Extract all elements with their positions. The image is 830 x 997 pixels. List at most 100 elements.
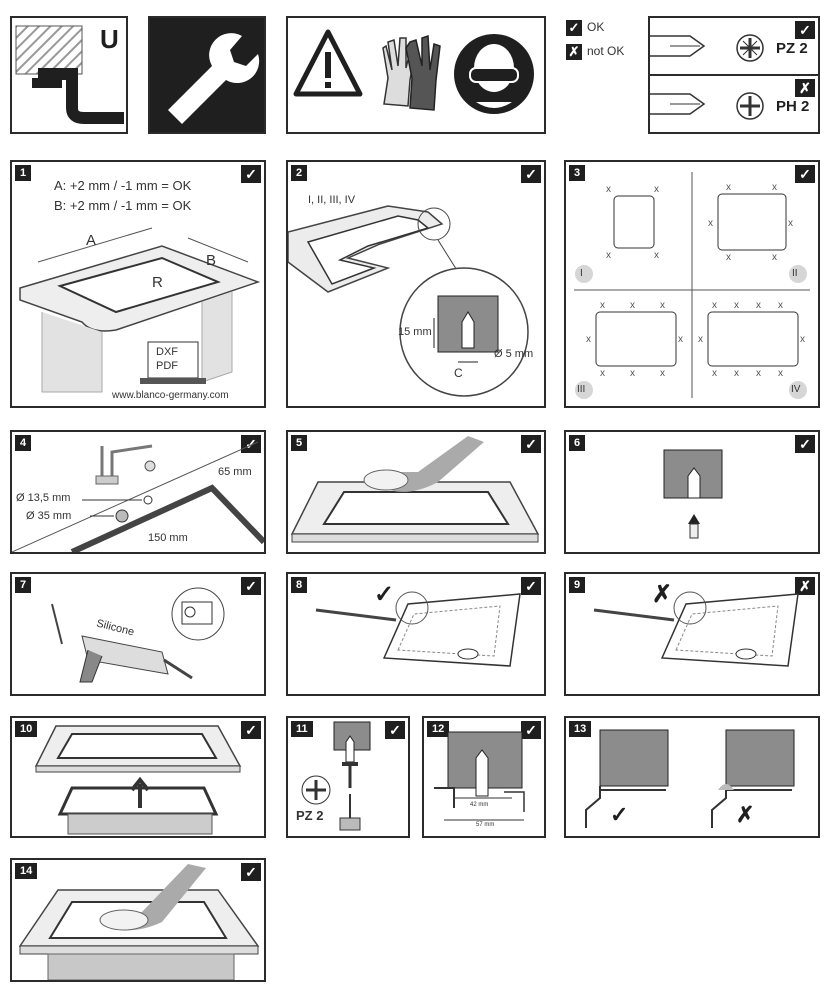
step-number: 7 — [15, 577, 32, 593]
safety-icons — [293, 29, 534, 114]
legend-ok-label: OK — [587, 20, 605, 35]
screwdriver-box-pz2: PZ 2 ✓ — [648, 16, 820, 76]
undermount-sink-icon — [15, 25, 124, 124]
step-number: 12 — [427, 721, 450, 737]
step-number: 6 — [569, 435, 586, 451]
svg-text:x: x — [600, 368, 605, 379]
pz2-ok-mark: ✓ — [795, 21, 815, 39]
step-mark: ✓ — [521, 165, 541, 183]
svg-text:x: x — [660, 300, 665, 311]
silicone-gun-drawing — [51, 587, 225, 683]
edge-bad-mark: ✗ — [736, 802, 755, 827]
wrench-icon — [168, 33, 260, 124]
svg-text:x: x — [712, 368, 717, 379]
svg-text:x: x — [756, 300, 761, 311]
svg-text:x: x — [778, 368, 783, 379]
step-mark: ✓ — [521, 435, 541, 453]
svg-text:x: x — [600, 300, 605, 311]
step-mark: ✓ — [385, 721, 405, 739]
step-6-panel: 6 ✓ — [564, 430, 820, 554]
diameter-small: Ø 13,5 mm — [16, 492, 71, 504]
label-r: R — [152, 274, 163, 291]
step-number: 3 — [569, 165, 586, 181]
diameter-large: Ø 35 mm — [26, 510, 72, 522]
legend-ok: ✓ OK — [566, 20, 604, 36]
svg-text:x: x — [654, 184, 659, 195]
step-mark: ✓ — [241, 721, 261, 739]
ph2-notok-mark: ✗ — [795, 79, 815, 97]
step-number: 2 — [291, 165, 308, 181]
sink-type-label: U — [100, 24, 119, 54]
svg-text:x: x — [678, 334, 683, 345]
clean-surface-drawing — [290, 436, 540, 543]
ok-check-icon: ✓ — [566, 20, 582, 36]
step-number: 5 — [291, 435, 308, 451]
warning-icon — [293, 29, 363, 97]
depth-label: 15 mm — [398, 326, 432, 338]
step-1-panel: 1 ✓ A: +2 mm / -1 mm = OK B: +2 mm / -1 … — [10, 160, 266, 408]
clip-distance-drawing — [434, 731, 525, 821]
svg-text:x: x — [756, 368, 761, 379]
step-4-panel: 4 ✓ Ø 13,5 mm Ø 35 mm 65 mm 150 mm — [10, 430, 266, 554]
step-5-panel: 5 ✓ — [286, 430, 546, 554]
label-b: B — [206, 252, 217, 269]
step-2-panel: 2 ✓ I, II, III, IV 15 mm Ø 5 mm C — [286, 160, 546, 408]
step-number: 13 — [569, 721, 592, 737]
step-11-panel: 11 ✓ PZ 2 — [286, 716, 410, 838]
apply-silicone-ok-drawing — [315, 591, 521, 667]
svg-text:x: x — [630, 300, 635, 311]
distance-42: 42 mm — [470, 802, 489, 808]
step-number: 14 — [15, 863, 38, 879]
edge-ok-mark: ✓ — [610, 802, 629, 827]
pz2-screwdriver-icon — [650, 34, 764, 62]
label-a: A — [86, 232, 97, 249]
quadrant-ii: II — [792, 268, 798, 279]
file-dxf: DXF — [156, 346, 178, 358]
step-8-panel: 8 ✓ ✓ — [286, 572, 546, 696]
svg-text:x: x — [606, 184, 611, 195]
step-mark: ✓ — [521, 721, 541, 739]
pz2-tool-label: PZ 2 — [296, 808, 324, 823]
step-mark: ✓ — [521, 577, 541, 595]
goggles-icon — [454, 34, 534, 114]
svg-text:x: x — [726, 182, 731, 193]
notok-cross: ✗ — [652, 581, 673, 608]
step-number: 4 — [15, 435, 32, 451]
step-mark: ✗ — [795, 577, 815, 595]
step-mark: ✓ — [241, 435, 261, 453]
svg-text:x: x — [708, 218, 713, 229]
insert-dowel-drawing — [663, 449, 723, 539]
step-12-panel: 12 ✓ 42 mm 57 mm — [422, 716, 546, 838]
sink-type-icon-box: U — [10, 16, 128, 134]
pz2-label: PZ 2 — [776, 40, 808, 57]
step-number: 1 — [15, 165, 32, 181]
quadrant-i: I — [580, 268, 583, 279]
insert-sink-drawing — [34, 725, 242, 835]
distance-57: 57 mm — [476, 822, 495, 828]
final-clean-drawing — [18, 864, 260, 980]
svg-text:x: x — [800, 334, 805, 345]
step-number: 11 — [291, 721, 313, 737]
quadrant-iv: IV — [791, 384, 801, 395]
svg-text:x: x — [734, 300, 739, 311]
step-14-panel: 14 ✓ — [10, 858, 266, 982]
svg-text:x: x — [772, 182, 777, 193]
screwdriver-box-ph2: PH 2 ✗ — [648, 74, 820, 134]
fix-clip-drawing — [301, 721, 371, 831]
step-mark: ✓ — [241, 165, 261, 183]
quadrant-iii: III — [577, 384, 586, 395]
svg-text:x: x — [788, 218, 793, 229]
variants-label: I, II, III, IV — [308, 194, 356, 206]
svg-text:x: x — [734, 368, 739, 379]
svg-text:x: x — [712, 300, 717, 311]
ok-check: ✓ — [374, 581, 395, 608]
step-number: 10 — [15, 721, 38, 737]
step-13-panel: 13 ✓ ✗ — [564, 716, 820, 838]
gloves-icon — [382, 34, 441, 111]
silicone-edge-drawing — [585, 729, 795, 828]
svg-text:x: x — [586, 334, 591, 345]
notok-cross-icon: ✗ — [566, 44, 582, 60]
svg-text:x: x — [726, 252, 731, 263]
tolerance-a: A: +2 mm / -1 mm = OK — [54, 178, 192, 193]
